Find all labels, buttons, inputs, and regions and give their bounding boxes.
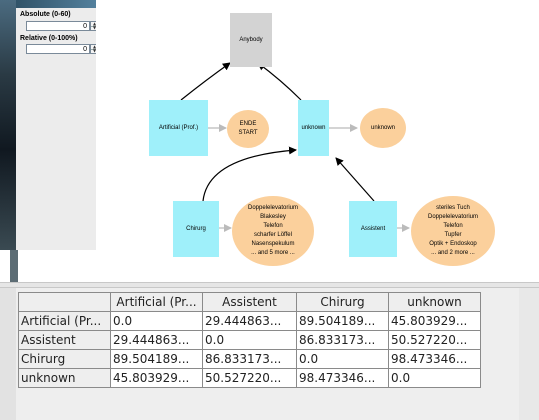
node-assistent[interactable]: Assistent [349,201,397,257]
table-header-row: Artificial (Pr... Assistent Chirurg unkn… [18,292,481,312]
absolute-input[interactable]: 0 [26,21,90,31]
column-header[interactable]: unknown [388,292,481,312]
node-artificial[interactable]: Artificial (Prof.) [149,100,208,156]
item-label: Doppelelevatorium [427,214,479,220]
edge-artificial-anybody [180,62,231,101]
table-row[interactable]: Assistent 29.444863... 0.0 86.833173... … [18,330,481,350]
role-graph: Anybody Artificial (Prof.) ENDE START un… [96,0,539,282]
item-label: ENDE [239,121,257,127]
filter-panel: Absolute (0-60) 0 ▲ ▼ Relative (0-100%) … [16,8,99,250]
table-row[interactable]: Artificial (Pr... 0.0 29.444863... 89.50… [18,311,481,331]
table-row[interactable]: Chirurg 89.504189... 86.833173... 0.0 98… [18,349,481,369]
item-label: Nasenspekulum [251,241,295,247]
spin-up-icon[interactable]: ▲ [91,44,98,50]
node-unknown-items[interactable]: unknown [360,108,406,148]
corner-cell [18,292,111,312]
table-cell[interactable]: 29.444863... [202,311,297,331]
item-label: Blakesley [260,214,286,220]
spin-down-icon[interactable]: ▼ [92,25,97,30]
edge-chirurg-unknown [202,146,297,202]
item-label: scharfer Löffel [254,232,292,238]
edge-unknown-anybody [257,62,302,101]
item-label: ... and 2 more ... [431,250,475,256]
item-label: Optik + Endoskop [429,241,477,247]
column-header[interactable]: Chirurg [296,292,389,312]
node-unknown[interactable]: unknown [298,100,329,156]
table-cell[interactable]: 89.504189... [110,349,203,369]
node-chirurg[interactable]: Chirurg [173,201,219,257]
table-cell[interactable]: 89.504189... [296,311,389,331]
relative-input[interactable]: 0 [26,44,90,54]
relative-spinner[interactable]: 0 ▲ ▼ [26,44,104,56]
absolute-spinner[interactable]: 0 ▲ ▼ [26,21,104,33]
table-cell[interactable]: 50.527220... [388,330,481,350]
column-header[interactable]: Artificial (Pr... [110,292,203,312]
row-header: Assistent [18,330,111,350]
background-photo-bottom [10,250,18,286]
left-margin [0,288,16,420]
table-cell[interactable]: 98.473346... [296,368,389,388]
table-cell[interactable]: 29.444863... [110,330,203,350]
item-label: Tupfer [444,232,462,238]
node-chirurg-items[interactable]: Doppelelevatorium Blakesley Telefon scha… [232,196,314,266]
split-pane-divider[interactable] [0,282,539,288]
column-header[interactable]: Assistent [202,292,297,312]
background-photo-top [0,0,190,8]
background-photo-left [0,0,16,250]
table-cell[interactable]: 50.527220... [202,368,297,388]
distance-matrix-table: Artificial (Pr... Assistent Chirurg unkn… [18,292,481,388]
table-scroll-area[interactable] [519,288,539,420]
table-cell[interactable]: 0.0 [202,330,297,350]
graph-edges [180,62,410,232]
table-cell[interactable]: 86.833173... [296,330,389,350]
table-cell[interactable]: 45.803929... [110,368,203,388]
table-cell[interactable]: 86.833173... [202,349,297,369]
item-label: Telefon [443,223,463,229]
item-label: START [238,130,258,136]
item-label: ... and 5 more ... [251,250,295,256]
item-label: steriles Tuch [436,205,470,211]
table-cell[interactable]: 98.473346... [388,349,481,369]
table-row[interactable]: unknown 45.803929... 50.527220... 98.473… [18,368,481,388]
distance-table-panel: Artificial (Pr... Assistent Chirurg unkn… [16,288,539,420]
node-artificial-items[interactable]: ENDE START [227,110,269,148]
row-header: Chirurg [18,349,111,369]
node-anybody[interactable]: Anybody [230,13,272,67]
relative-label: Relative (0-100%) [20,35,78,42]
item-label: Doppelelevatorium [247,205,299,211]
edge-assistent-unknown [335,157,375,202]
absolute-label: Absolute (0-60) [20,11,71,18]
table-cell[interactable]: 0.0 [296,349,389,369]
table-cell[interactable]: 0.0 [388,368,481,388]
node-assistent-items[interactable]: steriles Tuch Doppelelevatorium Telefon … [411,196,495,266]
spin-down-icon[interactable]: ▼ [92,48,97,53]
spin-up-icon[interactable]: ▲ [91,21,98,27]
row-header: unknown [18,368,111,388]
item-label: Telefon [263,223,283,229]
item-label: unknown [370,124,396,131]
row-header: Artificial (Pr... [18,311,111,331]
table-cell[interactable]: 0.0 [110,311,203,331]
table-cell[interactable]: 45.803929... [388,311,481,331]
